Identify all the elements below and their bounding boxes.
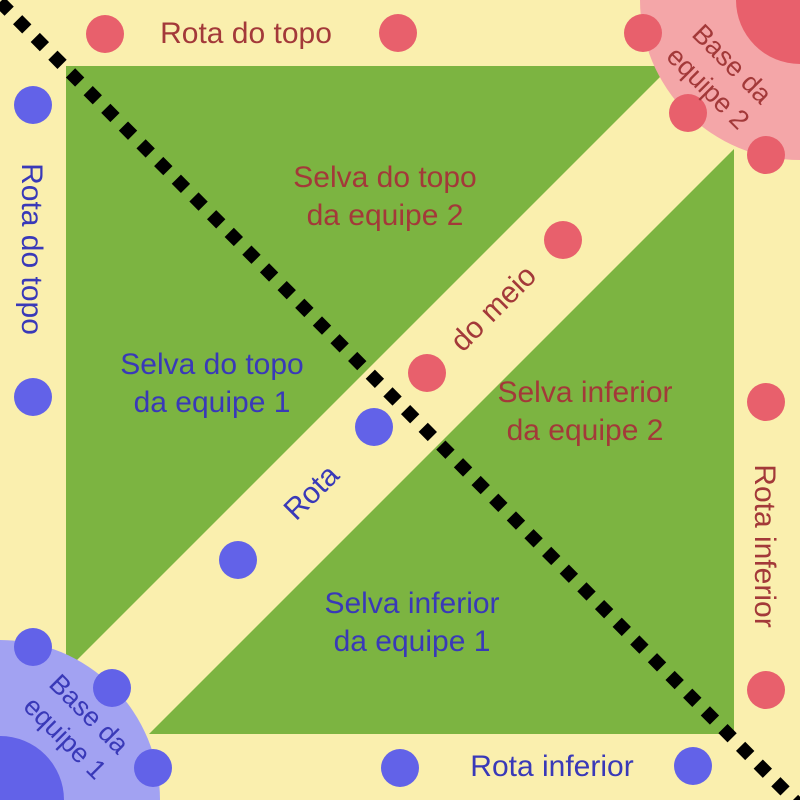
team2-tower-dot xyxy=(379,14,417,52)
team2-base-core xyxy=(736,0,800,64)
team1-top-jungle-label: Selva do topo da equipe 1 xyxy=(120,346,303,422)
team2-top-jungle-label-line1: Selva do topo xyxy=(293,161,477,194)
team2-tower-dot xyxy=(747,383,785,421)
team2-tower-dot xyxy=(86,15,124,53)
team2-tower-dot xyxy=(408,354,446,392)
team1-tower-dot xyxy=(14,378,52,416)
team1-bottom-jungle-label-line2: da equipe 1 xyxy=(333,625,491,658)
team2-bottom-jungle-label-line1: Selva inferior xyxy=(497,376,673,409)
team1-tower-dot xyxy=(14,628,52,666)
team2-tower-dot xyxy=(669,94,707,132)
right-lane-label: Rota inferior xyxy=(748,464,781,628)
team1-tower-dot xyxy=(219,541,257,579)
team1-tower-dot xyxy=(93,669,131,707)
team1-bottom-jungle-label: Selva inferior da equipe 1 xyxy=(324,585,499,661)
team1-bottom-jungle-label-line1: Selva inferior xyxy=(324,587,500,620)
team1-tower-dot xyxy=(14,86,52,124)
left-lane-label: Rota do topo xyxy=(15,163,48,335)
team1-tower-dot xyxy=(381,749,419,787)
team2-top-jungle-label: Selva do topo da equipe 2 xyxy=(293,159,476,235)
top-lane-label: Rota do topo xyxy=(160,17,332,50)
team2-tower-dot xyxy=(544,221,582,259)
team1-top-jungle-label-line1: Selva do topo xyxy=(120,348,304,381)
team1-tower-dot xyxy=(355,408,393,446)
team2-tower-dot xyxy=(747,671,785,709)
team1-base-core xyxy=(0,736,64,800)
team1-top-jungle-label-line2: da equipe 1 xyxy=(133,386,291,419)
bottom-lane-label: Rota inferior xyxy=(470,750,634,783)
team2-top-jungle-label-line2: da equipe 2 xyxy=(306,199,464,232)
team2-bottom-jungle-label-line2: da equipe 2 xyxy=(506,414,664,447)
team1-tower-dot xyxy=(134,749,172,787)
team2-tower-dot xyxy=(747,136,785,174)
team1-tower-dot xyxy=(674,747,712,785)
team2-tower-dot xyxy=(624,14,662,52)
team2-bottom-jungle-label: Selva inferior da equipe 2 xyxy=(497,374,672,450)
